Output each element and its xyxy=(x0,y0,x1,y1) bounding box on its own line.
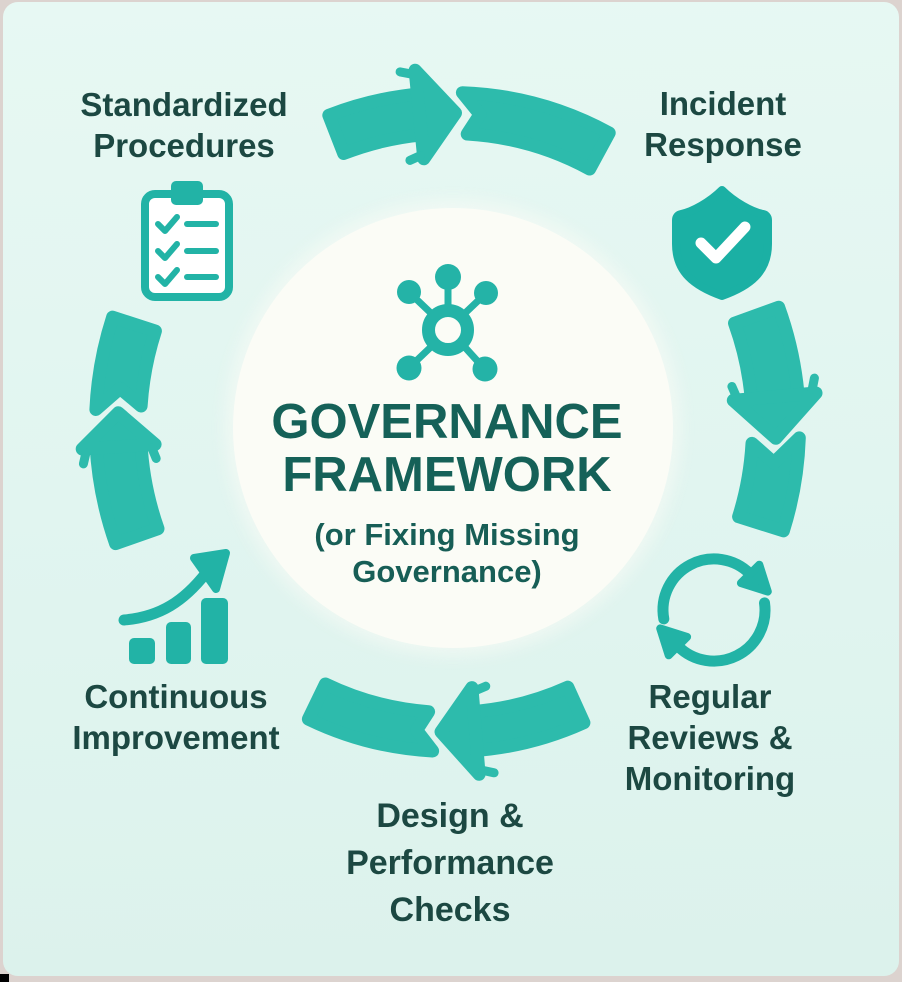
diagram-title: GOVERNANCE FRAMEWORK xyxy=(271,395,623,502)
cycle-arrow-right-icon xyxy=(726,300,823,538)
stage-label-standardized-procedures: Standardized Procedures xyxy=(80,86,288,164)
stage-label-design-performance-checks: Design & Performance Checks xyxy=(346,797,554,929)
refresh-cycle-icon xyxy=(656,553,772,667)
cycle-arrow-bottom-icon xyxy=(301,677,591,781)
shield-check-icon xyxy=(672,186,772,300)
diagram-subtitle: (or Fixing Missing Governance) xyxy=(314,517,580,589)
cycle-arrow-top-icon xyxy=(322,63,616,176)
clipboard-checklist-icon xyxy=(141,181,233,301)
growth-chart-icon xyxy=(118,549,230,664)
stage-label-regular-reviews-monitoring: Regular Reviews & Monitoring xyxy=(624,678,796,797)
stage-label-incident-response: Incident Response xyxy=(644,85,802,163)
cycle-arrow-left-icon xyxy=(75,310,165,551)
corner-artifact xyxy=(0,974,9,982)
stage-label-continuous-improvement: Continuous Improvement xyxy=(72,678,280,756)
network-hub-icon xyxy=(396,264,498,382)
